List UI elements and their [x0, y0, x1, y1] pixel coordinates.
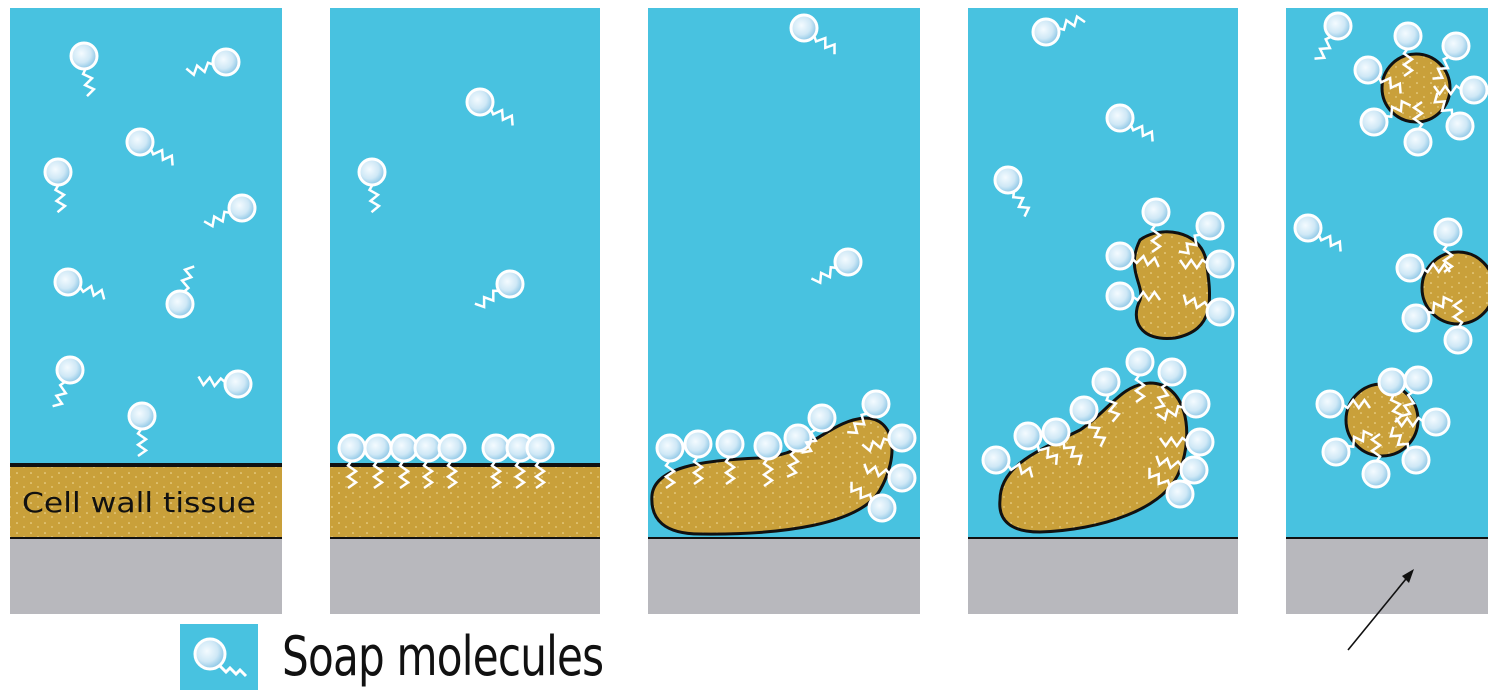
legend-label: Soap molecules	[282, 630, 603, 684]
soap-molecule-icon	[180, 624, 258, 690]
legend: Soap molecules	[180, 624, 694, 690]
panel-1: Cell wall tissue	[10, 8, 282, 614]
panel-2	[330, 8, 600, 614]
tissue-label: Cell wall tissue	[22, 486, 256, 519]
panel-3	[648, 8, 920, 614]
panel-4	[968, 8, 1238, 614]
detached-tissue-blob	[1134, 232, 1209, 339]
